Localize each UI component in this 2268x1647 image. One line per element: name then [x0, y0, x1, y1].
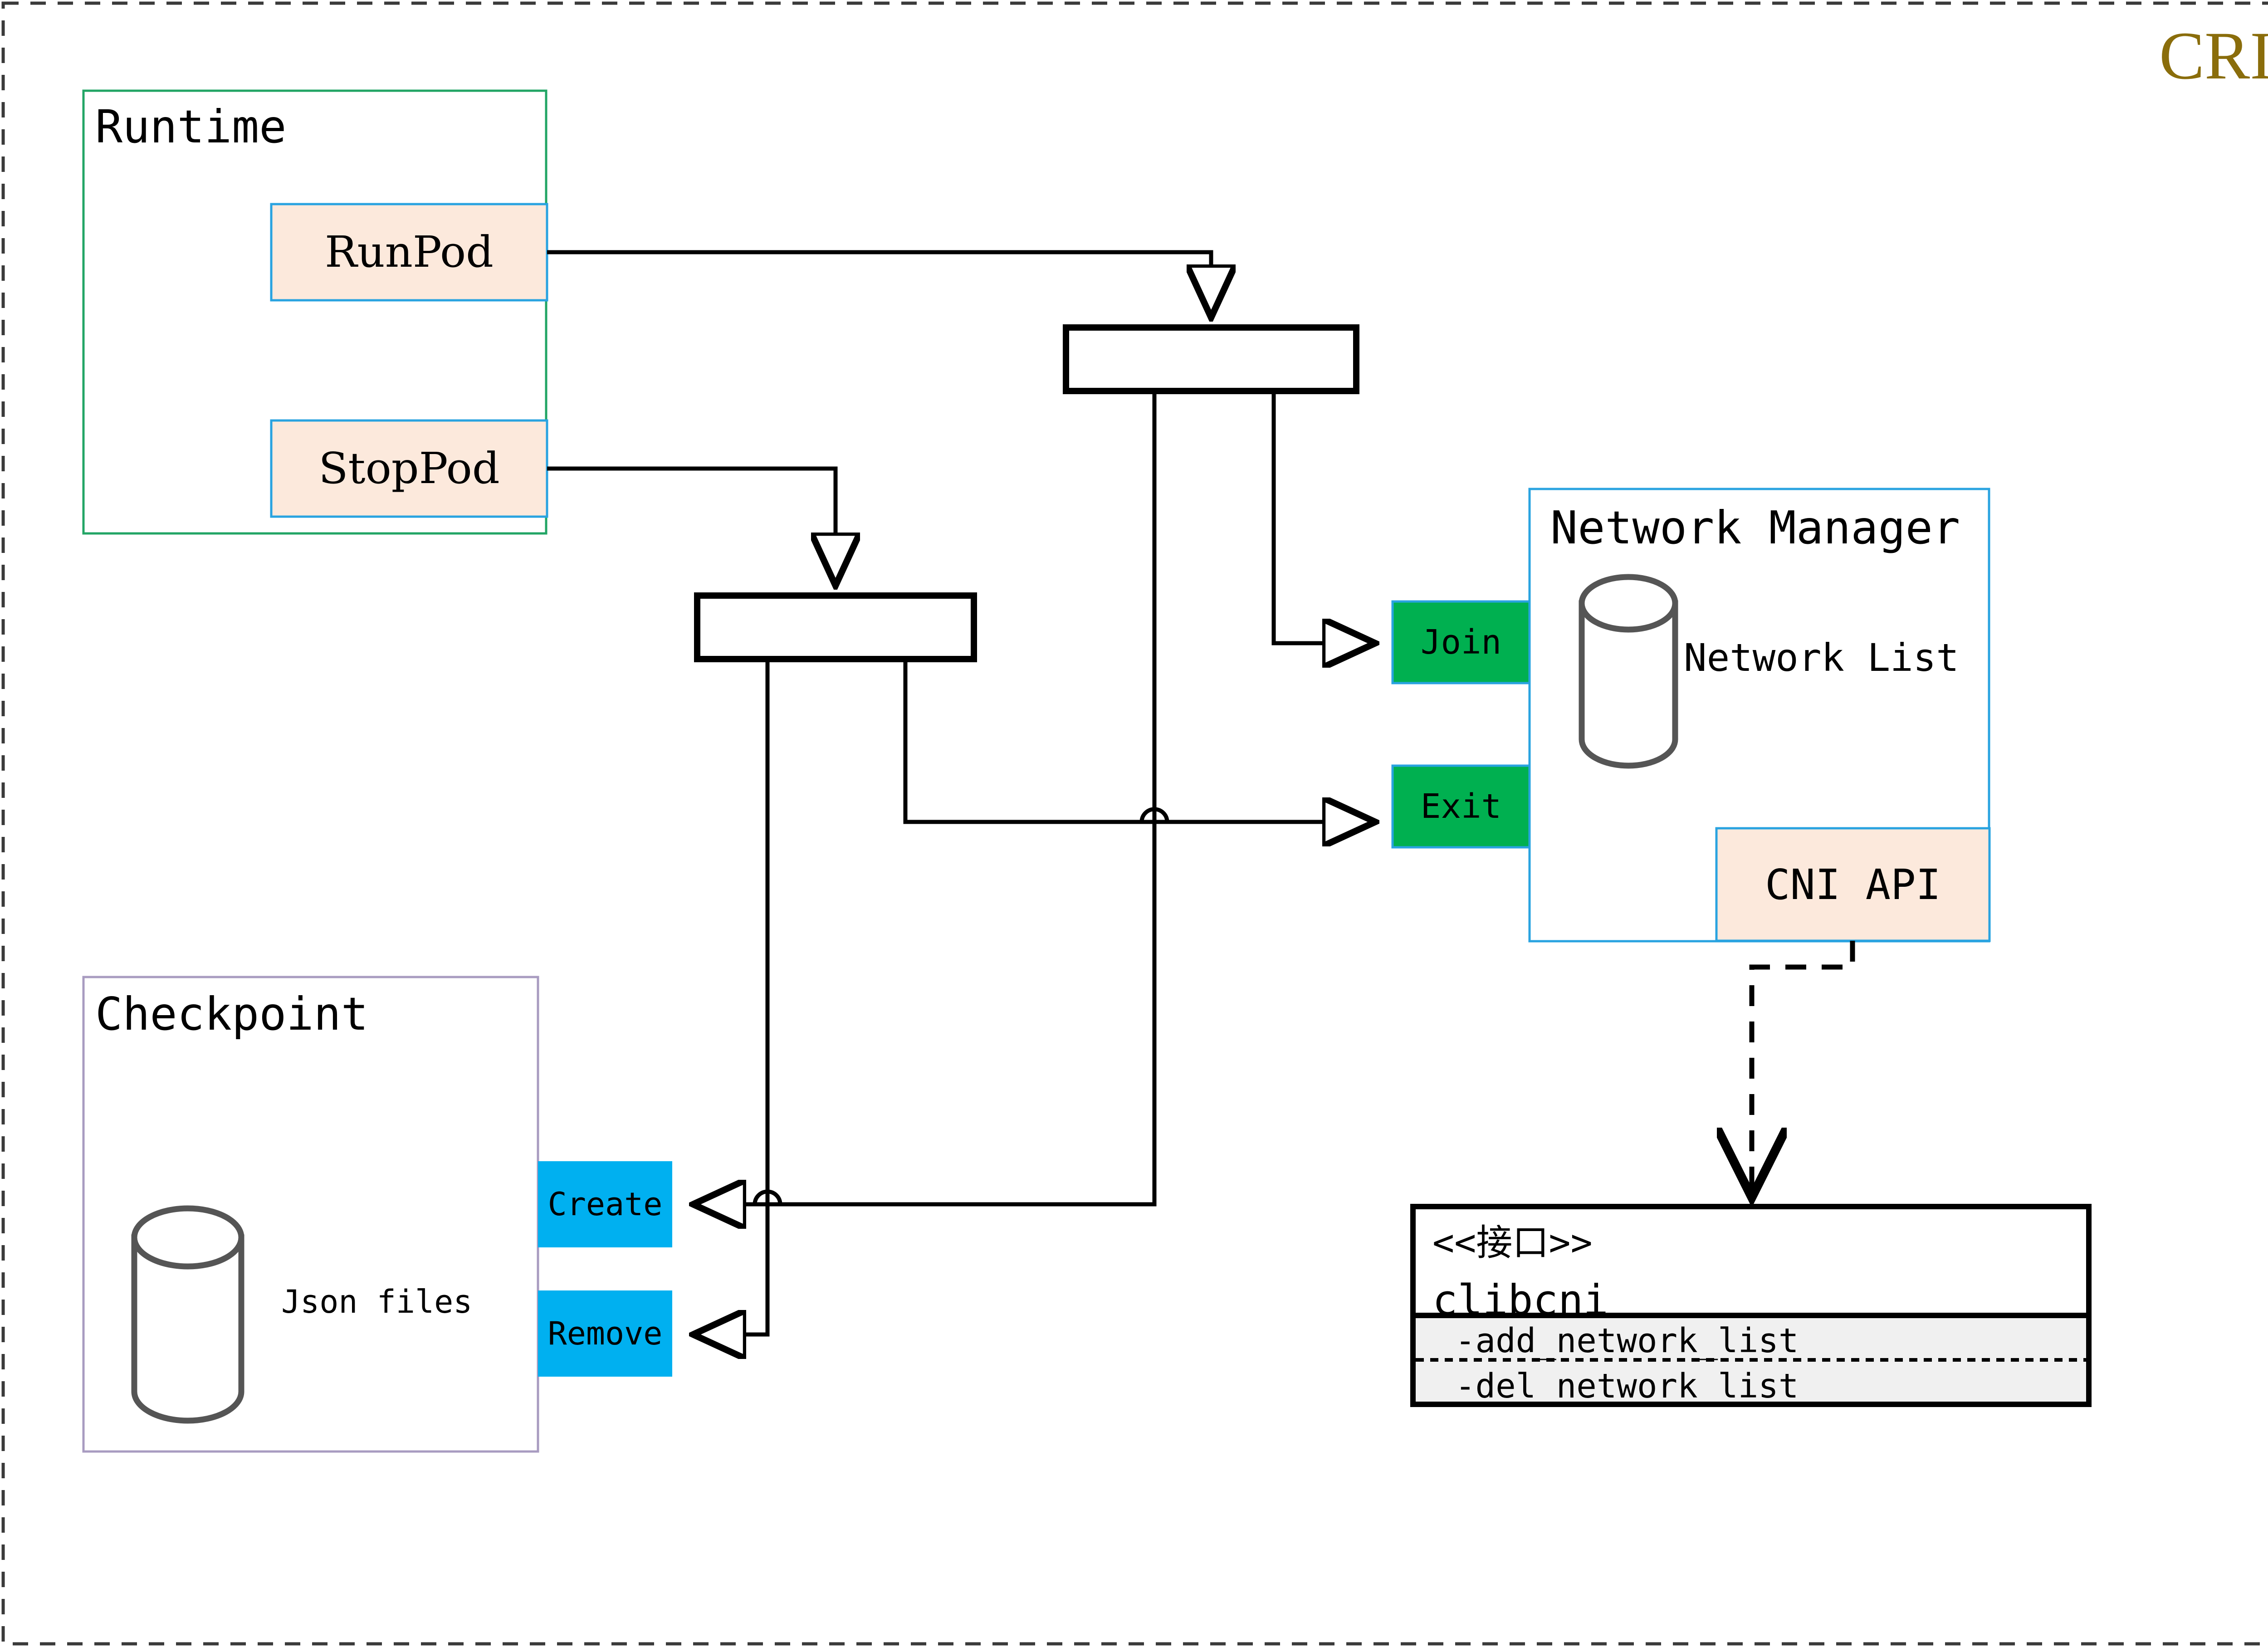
remove-box[interactable] — [538, 1290, 672, 1377]
network-manager-group-label: Network Manager — [1550, 501, 1960, 554]
clibcni-name: clibcni — [1432, 1276, 1608, 1324]
stoppod-label: StopPod — [318, 444, 500, 494]
stoppod-box[interactable] — [270, 419, 548, 518]
checkpoint-group-label: Checkpoint — [95, 987, 369, 1041]
edge-runpod-to-fork — [547, 250, 1211, 318]
join-box[interactable] — [1391, 600, 1531, 684]
exit-label: Exit — [1420, 787, 1502, 826]
remove-label: Remove — [547, 1315, 663, 1352]
create-label: Create — [547, 1186, 663, 1223]
cni-api-label: CNI API — [1765, 860, 1941, 909]
runtime-group-label: Runtime — [95, 100, 287, 153]
exit-box[interactable] — [1391, 764, 1531, 849]
edge-stoppod-to-fork — [547, 466, 836, 586]
line-hop-exit — [1139, 807, 1169, 822]
runpod-label: RunPod — [325, 227, 494, 277]
clibcni-header-section — [1410, 1204, 2092, 1318]
edge-fork-runpod-right-prong — [1271, 391, 1375, 643]
edge-fork-runpod-left-prong — [693, 391, 1157, 1204]
json-files-label: Json files — [281, 1283, 473, 1320]
clibcni-stereotype: <<接口>> — [1432, 1222, 1593, 1264]
edge-fork-stoppod-left-prong — [693, 659, 770, 1334]
network-list-cylinder-icon — [1579, 574, 1678, 769]
edge-fork-stoppod-right-prong — [903, 659, 1157, 1204]
fork-bar-stoppod — [694, 592, 977, 662]
json-files-cylinder-icon — [131, 1205, 244, 1424]
network-list-label: Network List — [1684, 635, 1959, 680]
edge-cniapi-to-clibcni-dashed — [1752, 941, 1855, 1197]
runpod-box[interactable] — [270, 203, 548, 302]
clibcni-method-del: -del_network_list — [1455, 1367, 1799, 1406]
clibcni-method-add: -add_network_list — [1455, 1321, 1799, 1360]
join-label: Join — [1420, 623, 1502, 662]
fork-bar-runpod — [1063, 324, 1359, 394]
page-title: CRI — [2159, 18, 2268, 93]
create-box[interactable] — [538, 1161, 672, 1247]
